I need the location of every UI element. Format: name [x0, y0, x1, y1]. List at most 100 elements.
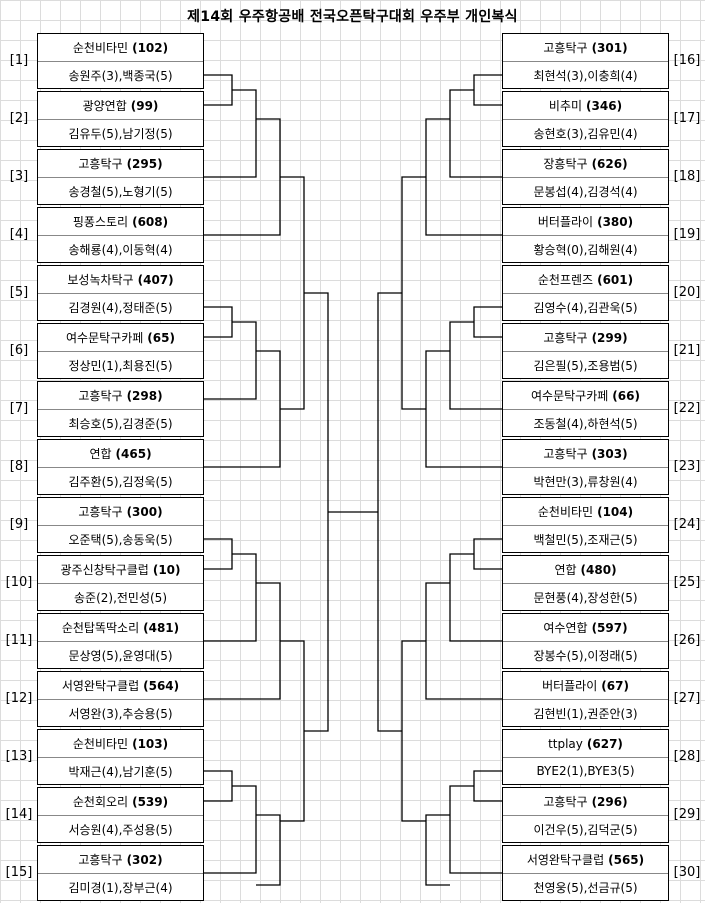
connector-line [204, 538, 233, 570]
players: 이건우(5),김덕군(5) [533, 822, 638, 837]
team-row: 순천프렌즈(601) [503, 266, 668, 294]
team-code: (481) [143, 620, 180, 635]
players: 김영수(4),김관욱(5) [533, 300, 638, 315]
players: BYE2(1),BYE3(5) [536, 764, 635, 778]
seed-number: [8] [9, 459, 29, 474]
team-code: (302) [126, 852, 163, 867]
seed-number: [30] [673, 865, 701, 880]
team-row: 장흥탁구(626) [503, 150, 668, 178]
connector-line [401, 640, 426, 822]
team-row: 고흥탁구(301) [503, 34, 668, 62]
seed-number: [4] [9, 227, 29, 242]
team-code: (303) [591, 446, 628, 461]
team-row: 고흥탁구(299) [503, 324, 668, 352]
entry-box: 고흥탁구(299)김은필(5),조용범(5) [502, 323, 669, 379]
connector-line [204, 553, 257, 642]
team-row: 고흥탁구(298) [38, 382, 203, 410]
connector-line [473, 306, 502, 338]
team-row: 버터플라이(67) [503, 672, 668, 700]
players: 백철민(5),조재근(5) [533, 532, 638, 547]
team-row: 광주신창탁구클럽(10) [38, 556, 203, 584]
team-row: 서영완탁구클럽(564) [38, 672, 203, 700]
players: 최현석(3),이충희(4) [533, 68, 638, 83]
team-code: (346) [586, 98, 623, 113]
connector-line [280, 640, 305, 822]
team-code: (565) [608, 852, 645, 867]
team-code: (67) [601, 678, 629, 693]
connector-line [204, 74, 233, 106]
players: 송현호(3),김유민(4) [533, 126, 638, 141]
team-name: 고흥탁구 [543, 41, 588, 55]
team-row: 광양연합(99) [38, 92, 203, 120]
seed-number: [18] [673, 169, 701, 184]
connector-line [377, 292, 402, 732]
team-name: 비추미 [548, 99, 583, 113]
players: 문상영(5),윤영대(5) [68, 648, 173, 663]
team-row: 순천비타민(104) [503, 498, 668, 526]
players: 문현풍(4),장성한(5) [533, 590, 638, 605]
team-name: 고흥탁구 [78, 389, 123, 403]
entry-box: 서영완탁구클럽(565)천영웅(5),선금규(5) [502, 845, 669, 901]
connector-line [425, 814, 450, 886]
seed-number: [5] [9, 285, 29, 300]
entry-box: 장흥탁구(626)문봉섭(4),김경석(4) [502, 149, 669, 205]
team-name: 고흥탁구 [78, 853, 123, 867]
seed-number: [25] [673, 575, 701, 590]
team-name: 버터플라이 [537, 215, 594, 229]
entry-box: 버터플라이(67) 김현빈(1),권준안(3) [502, 671, 669, 727]
connector-line [473, 538, 502, 570]
team-row: 고흥탁구(303) [503, 440, 668, 468]
team-name: 여수연합 [543, 621, 588, 635]
team-code: (300) [126, 504, 163, 519]
connector-line [449, 321, 502, 410]
seed-number: [7] [9, 401, 29, 416]
entry-box: 연합(465) 김주환(5),김정욱(5) [37, 439, 204, 495]
team-row: 연합(480) [503, 556, 668, 584]
entry-box: 버터플라이(380)황승혁(0),김해원(4) [502, 207, 669, 263]
players: 서영완(3),추승용(5) [68, 706, 173, 721]
entry-box: 고흥탁구(300)오준택(5),송동욱(5) [37, 497, 204, 553]
team-code: (539) [132, 794, 169, 809]
team-name: 고흥탁구 [543, 447, 588, 461]
connector-line [204, 306, 233, 338]
team-name: 고흥탁구 [78, 505, 123, 519]
team-code: (10) [152, 562, 181, 577]
team-name: 핑퐁스토리 [72, 215, 129, 229]
team-row: 순천탑똑딱소리(481) [38, 614, 203, 642]
players: 박재근(4),남기훈(5) [68, 764, 173, 779]
team-row: 순천비타민(103) [38, 730, 203, 758]
team-name: 서영완탁구클럽 [61, 679, 140, 693]
players: 김현빈(1),권준안(3) [533, 706, 638, 721]
team-code: (465) [115, 446, 152, 461]
seed-number: [3] [9, 169, 29, 184]
entry-box: 광주신창탁구클럽(10)송준(2),전민성(5) [37, 555, 204, 611]
team-name: 연합 [89, 447, 112, 461]
team-row: 보성녹차탁구(407) [38, 266, 203, 294]
entry-box: 순천프렌즈(601) 김영수(4),김관욱(5) [502, 265, 669, 321]
team-row: 여수연합(597) [503, 614, 668, 642]
team-row: 비추미(346) [503, 92, 668, 120]
entry-box: ttplay(627)BYE2(1),BYE3(5) [502, 729, 669, 785]
team-code: (104) [597, 504, 634, 519]
team-code: (608) [132, 214, 169, 229]
players: 김경원(4),정태준(5) [68, 300, 173, 315]
players: 정상민(1),최용진(5) [68, 358, 173, 373]
team-row: 고흥탁구(296) [503, 788, 668, 816]
team-name: 버터플라이 [542, 679, 598, 693]
team-code: (103) [132, 736, 169, 751]
players: 최승호(5),김경준(5) [68, 416, 173, 431]
entry-box: 순천비타민(103) 박재근(4),남기훈(5) [37, 729, 204, 785]
entry-box: 고흥탁구(295)송경철(5),노형기(5) [37, 149, 204, 205]
players: 송경철(5),노형기(5) [68, 184, 173, 199]
connector-line [304, 292, 329, 732]
team-name: ttplay [548, 736, 583, 751]
seed-number: [29] [673, 807, 701, 822]
players: 김주환(5),김정욱(5) [68, 474, 173, 489]
connector-line [204, 785, 257, 874]
seed-number: [19] [673, 227, 701, 242]
entry-box: 고흥탁구(296) 이건우(5),김덕군(5) [502, 787, 669, 843]
seed-number: [24] [673, 517, 701, 532]
connector-line [473, 770, 502, 802]
seed-number: [27] [673, 691, 701, 706]
connector-line [256, 814, 281, 886]
